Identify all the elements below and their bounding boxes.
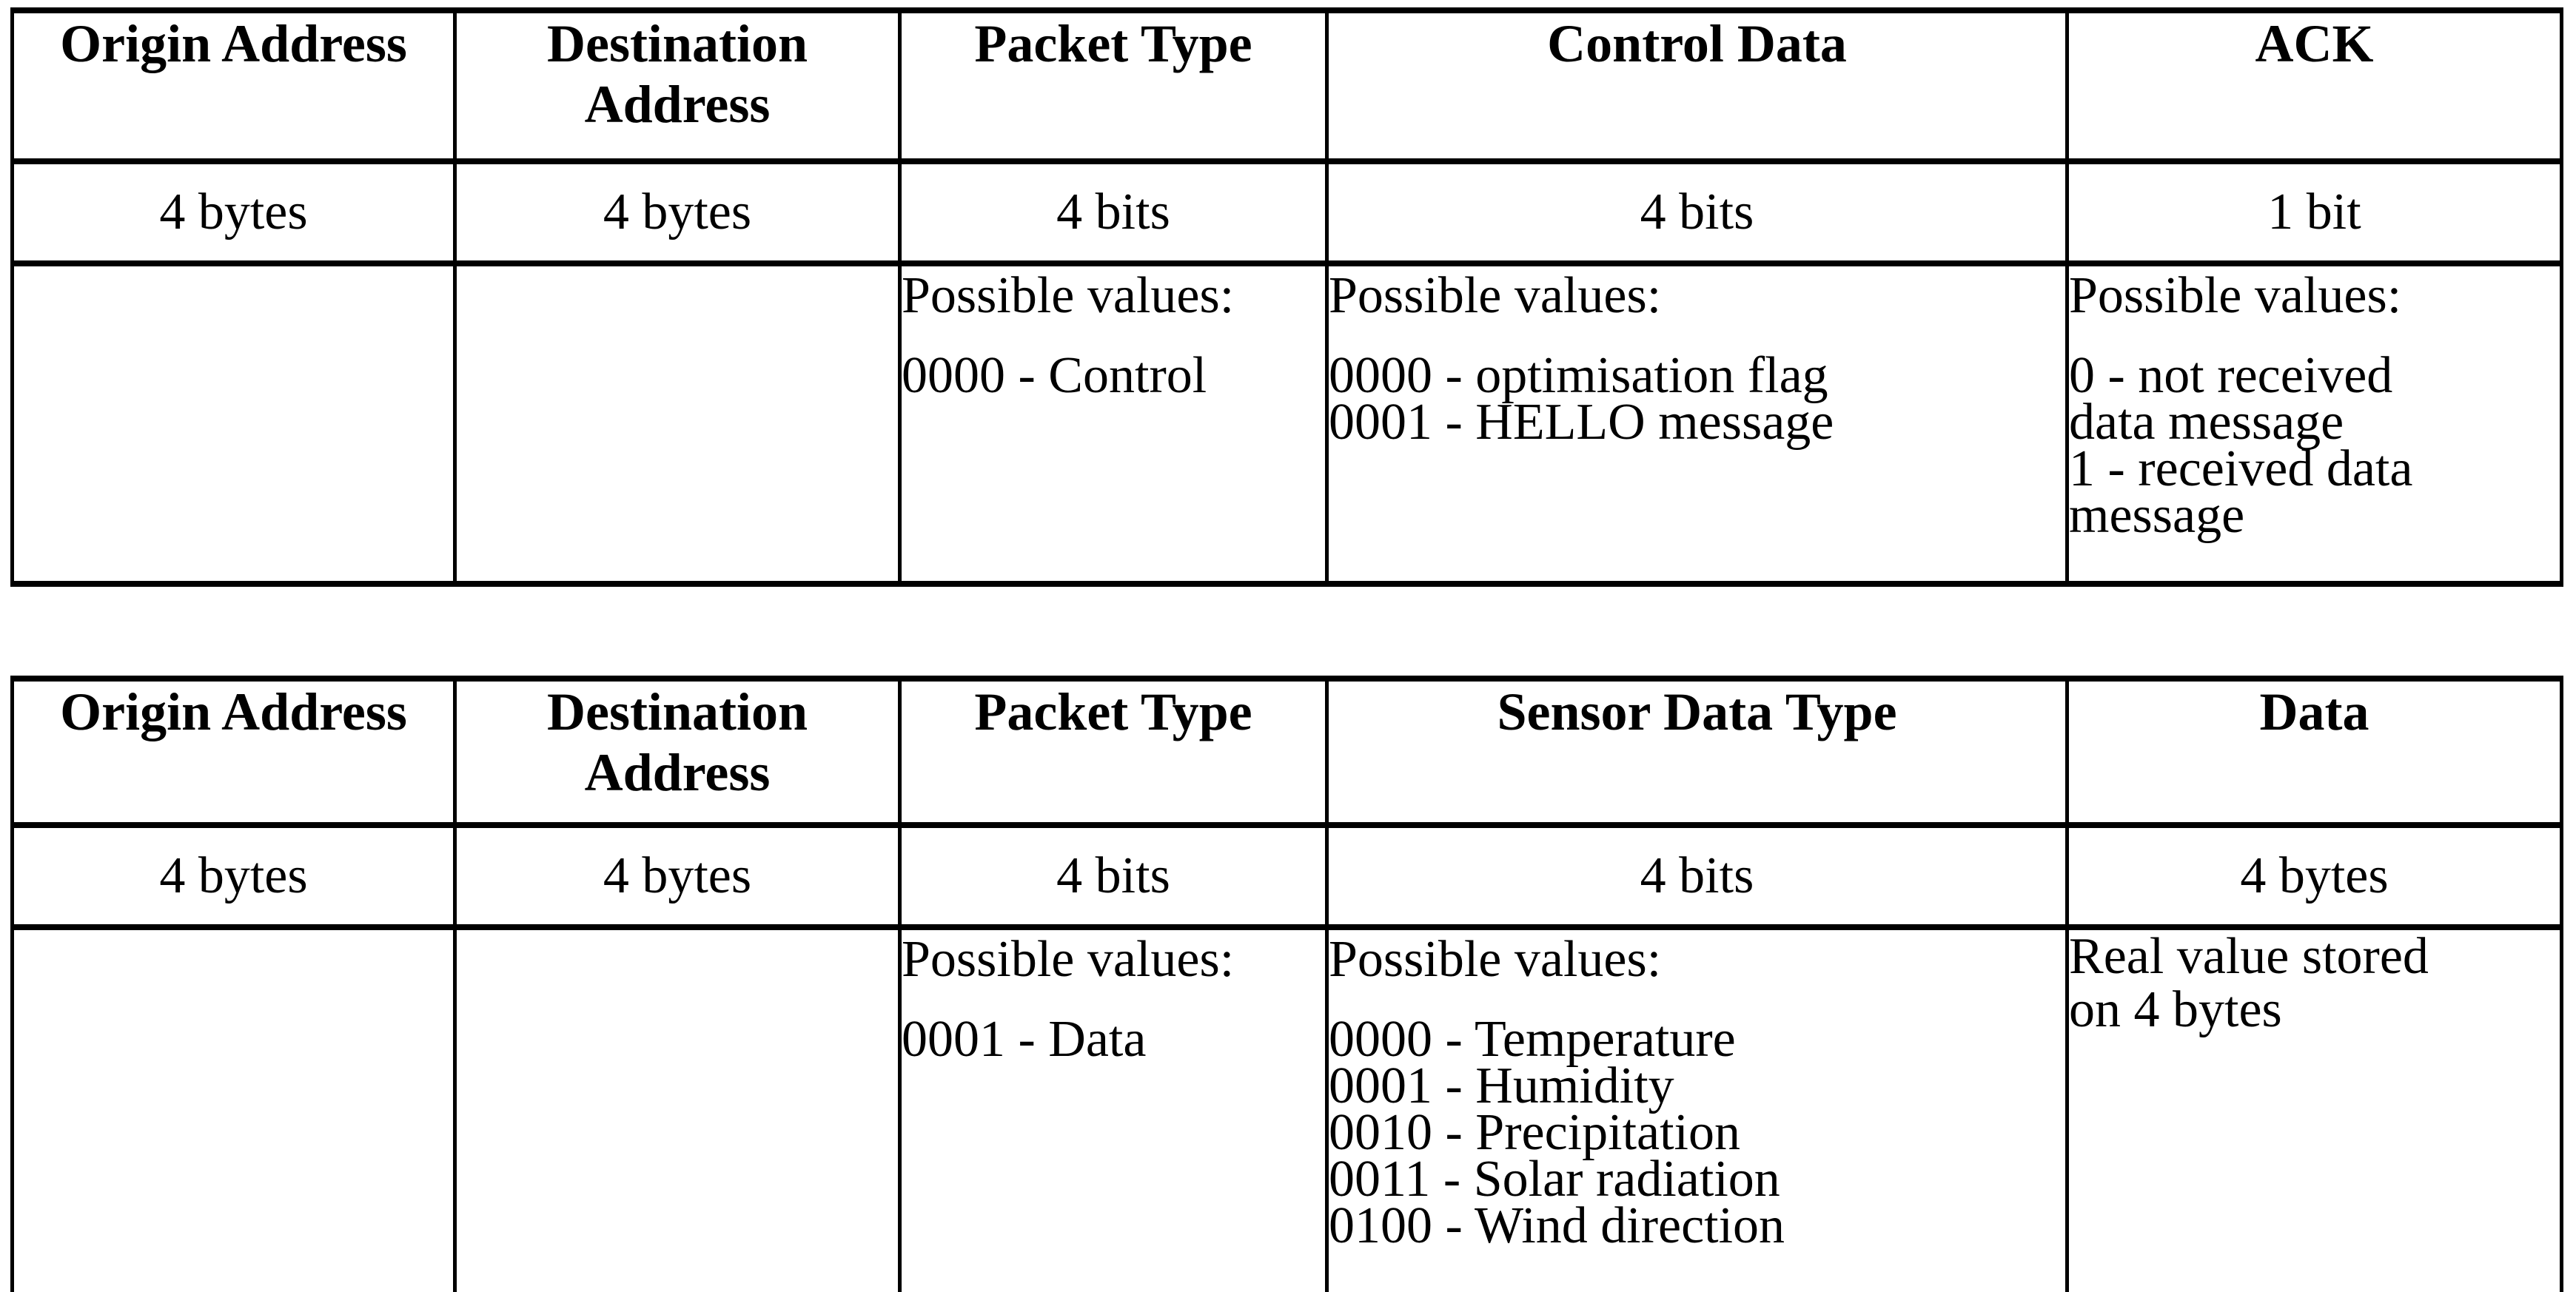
value-line: 0010 - Precipitation [1329,1104,1741,1161]
data-packet-table: Origin Address Destination Address Packe… [10,676,2563,1292]
possible-values-cell-sensor-data-type: Possible values: 0000 - Temperature 0001… [1325,924,2069,1292]
field-size: 4 bytes [453,158,902,266]
data-description-cell: Real value stored on 4 bytes [2065,924,2563,1292]
field-size: 4 bits [1325,822,2069,930]
empty-cell [10,260,457,587]
possible-values-row: Possible values: 0000 - Control Possible… [10,260,2563,587]
column-header-origin-address: Origin Address [10,676,457,828]
empty-cell [453,260,902,587]
column-header-data: Data [2065,676,2563,828]
value-line: 0000 - Control [902,347,1207,404]
empty-cell [10,924,457,1292]
possible-values-cell-packet-type: Possible values: 0001 - Data [898,924,1329,1292]
header-row: Origin Address Destination Address Packe… [10,7,2563,164]
possible-values-label: Possible values: [1329,931,1662,988]
column-header-ack: ACK [2065,7,2563,164]
size-row: 4 bytes 4 bytes 4 bits 4 bits 1 bit [10,158,2563,266]
column-header-sensor-data-type: Sensor Data Type [1325,676,2069,828]
possible-values-cell-ack: Possible values: 0 - not received data m… [2065,260,2563,587]
control-packet-table: Origin Address Destination Address Packe… [10,7,2563,587]
data-description: Real value stored on 4 bytes [2069,928,2429,1038]
value-line: 1 - received data message [2069,440,2413,544]
value-line: 0000 - Temperature [1329,1011,1736,1068]
field-size: 4 bits [1325,158,2069,266]
column-header-origin-address: Origin Address [10,7,457,164]
value-line: 0100 - Wind direction [1329,1197,1785,1254]
value-line: 0001 - HELLO message [1329,394,1834,451]
possible-values-label: Possible values: [1329,267,1662,324]
possible-values-row: Possible values: 0001 - Data Possible va… [10,924,2563,1292]
value-line: 0011 - Solar radiation [1329,1151,1780,1208]
header-row: Origin Address Destination Address Packe… [10,676,2563,828]
value-line: 0001 - Humidity [1329,1057,1674,1114]
value-line: 0001 - Data [902,1011,1147,1068]
possible-values-label: Possible values: [2069,267,2402,324]
empty-cell [453,924,902,1292]
field-size: 4 bits [898,822,1329,930]
possible-values-cell-packet-type: Possible values: 0000 - Control [898,260,1329,587]
column-header-destination-address: Destination Address [453,7,902,164]
ack-values-block: 0 - not received data message 1 - receiv… [2069,347,2454,544]
column-header-packet-type: Packet Type [898,676,1329,828]
value-line: 0000 - optimisation flag [1329,347,1828,404]
field-size: 1 bit [2065,158,2563,266]
column-header-control-data: Control Data [1325,7,2069,164]
possible-values-label: Possible values: [902,931,1235,988]
field-size: 4 bytes [453,822,902,930]
value-line: 0 - not received data message [2069,347,2393,451]
size-row: 4 bytes 4 bytes 4 bits 4 bits 4 bytes [10,822,2563,930]
field-size: 4 bytes [10,158,457,266]
field-size: 4 bits [898,158,1329,266]
column-header-packet-type: Packet Type [898,7,1329,164]
field-size: 4 bytes [10,822,457,930]
possible-values-label: Possible values: [902,267,1235,324]
column-header-destination-address: Destination Address [453,676,902,828]
possible-values-cell-control-data: Possible values: 0000 - optimisation fla… [1325,260,2069,587]
field-size: 4 bytes [2065,822,2563,930]
